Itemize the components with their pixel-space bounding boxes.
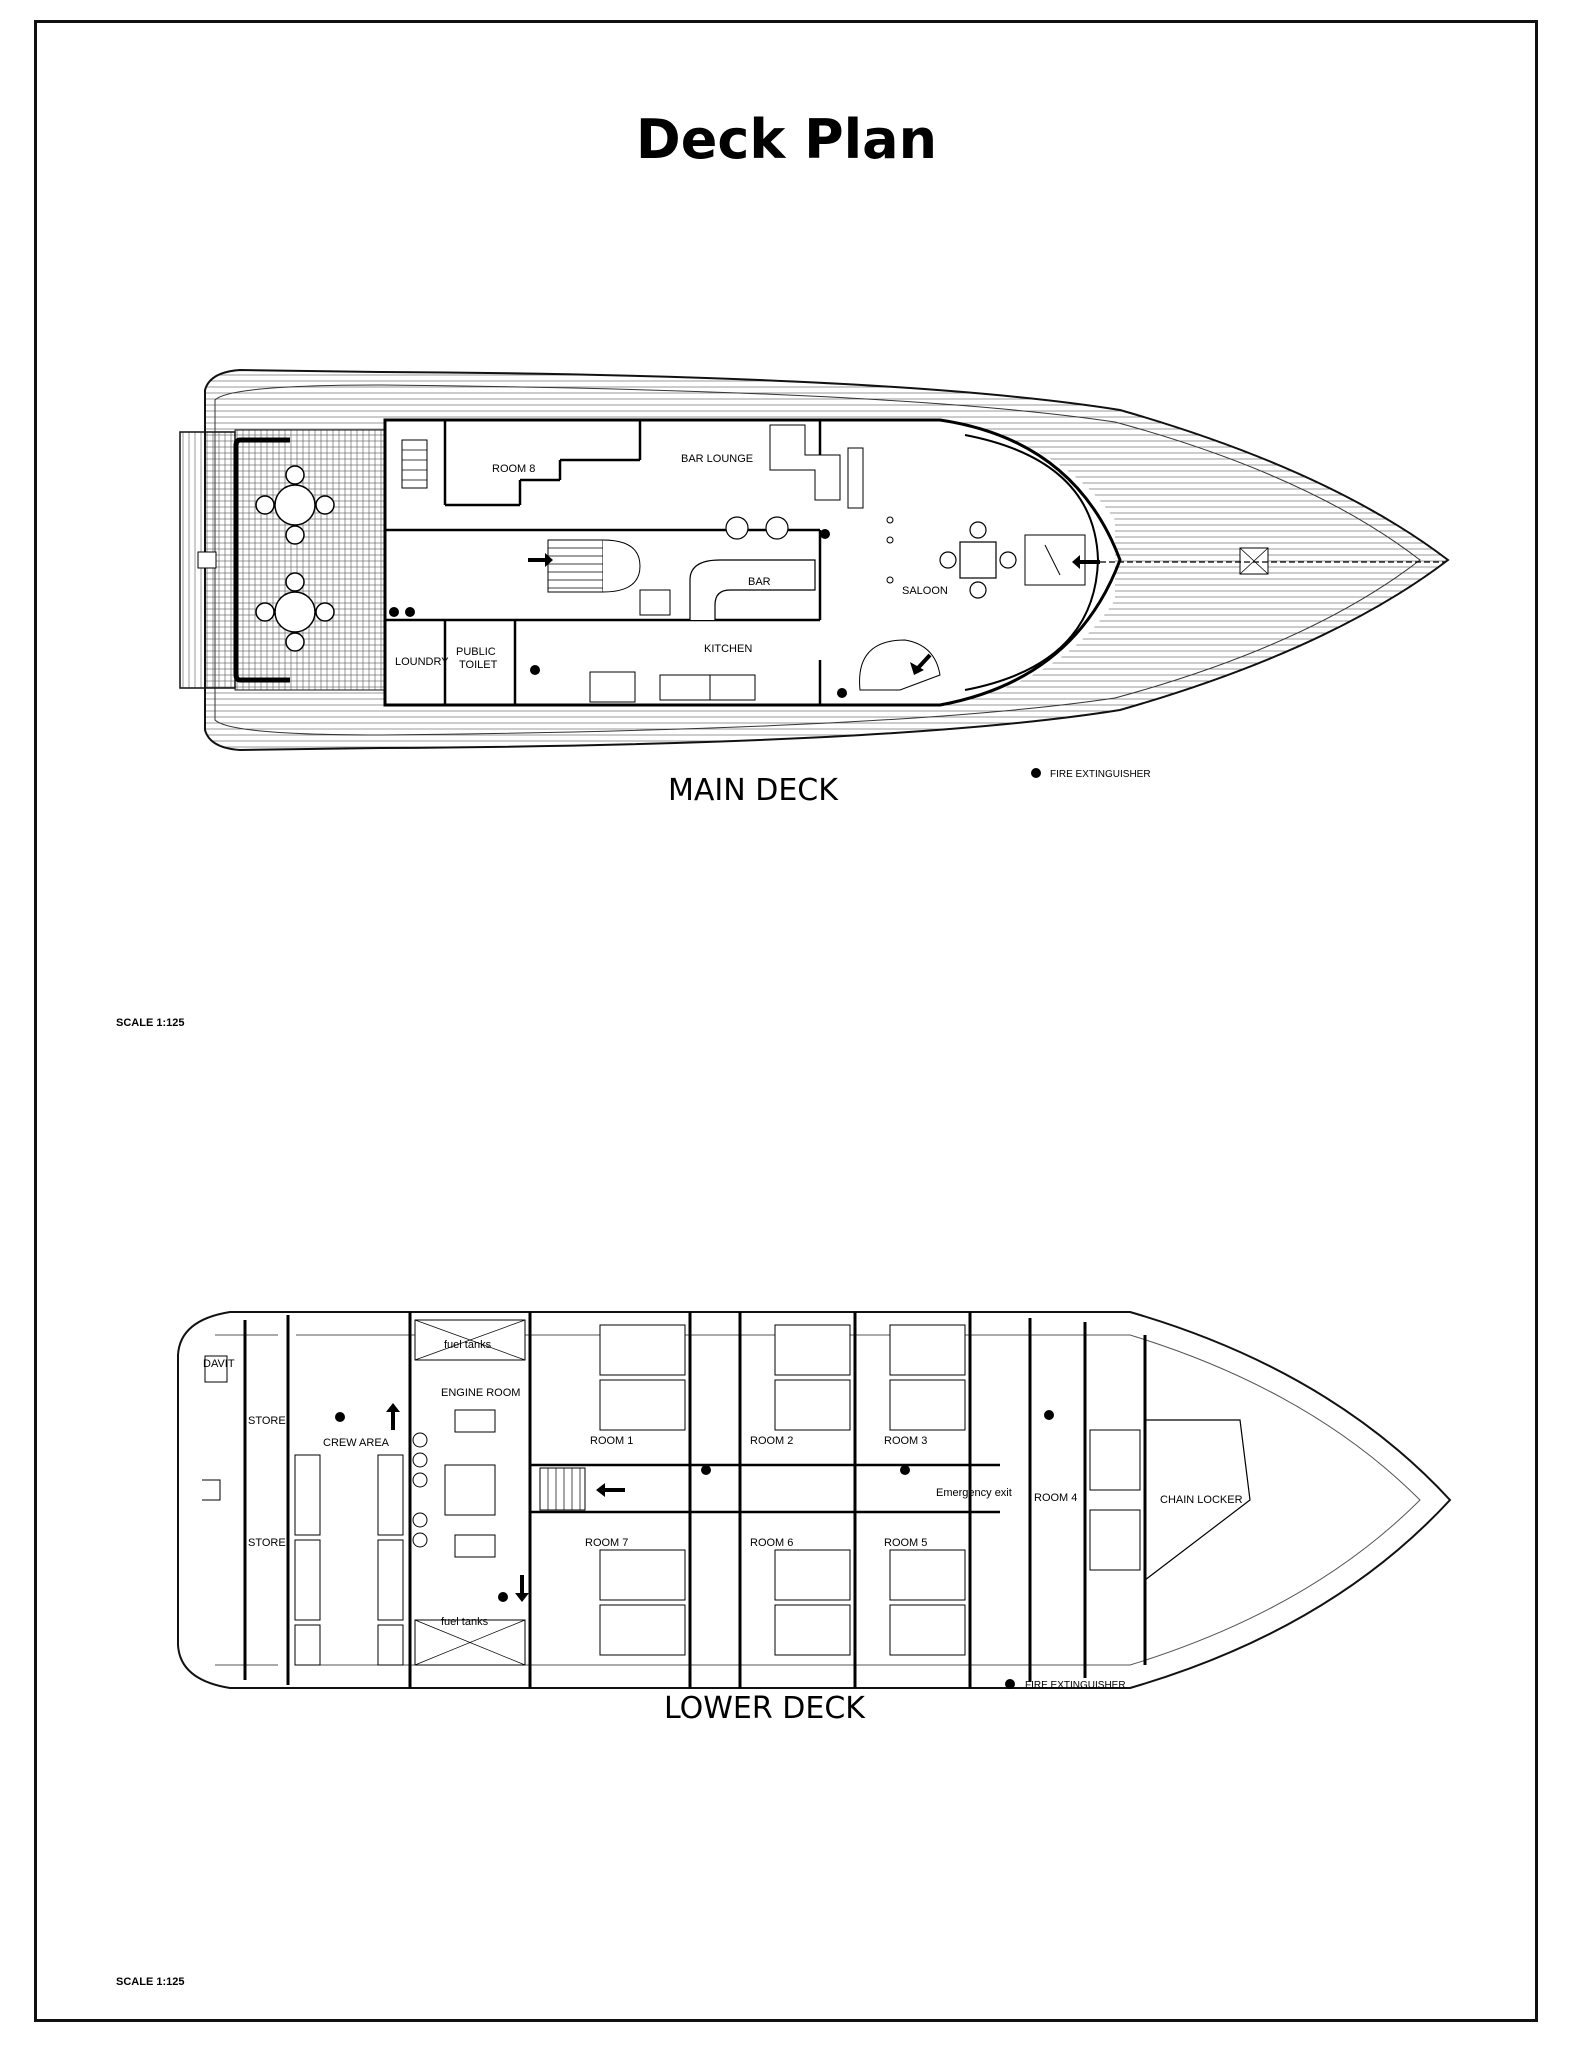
- lower-deck-plan: DAVIT STORE STORE CREW AREA fuel tanks E…: [116, 1311, 1452, 1988]
- emergency-exit-label: Emergency exit: [936, 1487, 1012, 1499]
- fire-extinguisher-legend-icon: [1031, 768, 1041, 778]
- lower-deck-scale: SCALE 1:125: [116, 1976, 184, 1988]
- public-toilet-label-2: TOILET: [459, 659, 498, 671]
- page-frame: [34, 20, 1538, 2022]
- kitchen-label: KITCHEN: [704, 643, 752, 655]
- main-deck-legend: FIRE EXTINGUISHER: [1050, 769, 1151, 780]
- room-4-label: ROOM 4: [1034, 1492, 1077, 1504]
- engine-room-label: ENGINE ROOM: [441, 1387, 520, 1399]
- room-8-label: ROOM 8: [492, 463, 535, 475]
- public-toilet-label-1: PUBLIC: [456, 646, 496, 658]
- page-title: Deck Plan: [635, 108, 938, 171]
- laundry-label: LOUNDRY: [395, 656, 449, 668]
- room-3-label: ROOM 3: [884, 1435, 927, 1447]
- lower-deck-hull: [177, 1311, 1452, 1689]
- lower-deck-name: LOWER DECK: [664, 1691, 866, 1726]
- store-top-label: STORE: [248, 1415, 286, 1427]
- room-5-label: ROOM 5: [884, 1537, 927, 1549]
- lower-deck-legend: FIRE EXTINGUISHER: [1025, 1680, 1126, 1691]
- bar-lounge-label: BAR LOUNGE: [681, 453, 753, 465]
- room-6-label: ROOM 6: [750, 1537, 793, 1549]
- store-bottom-label: STORE: [248, 1537, 286, 1549]
- main-deck-scale: SCALE 1:125: [116, 1017, 184, 1029]
- main-deck-name: MAIN DECK: [668, 773, 839, 808]
- crew-area-label: CREW AREA: [323, 1437, 390, 1449]
- room-2-label: ROOM 2: [750, 1435, 793, 1447]
- fire-extinguisher-legend-icon: [1005, 1679, 1015, 1689]
- main-deck-plan: ROOM 8 BAR LOUNGE BAR SALOON KITCHEN LOU…: [116, 368, 1450, 1029]
- bar-label: BAR: [748, 576, 771, 588]
- room-7-label: ROOM 7: [585, 1537, 628, 1549]
- saloon-label: SALOON: [902, 585, 948, 597]
- davit-label: DAVIT: [203, 1358, 235, 1370]
- chain-locker-label: CHAIN LOCKER: [1160, 1494, 1243, 1506]
- room-1-label: ROOM 1: [590, 1435, 633, 1447]
- fuel-tanks-bottom-label: fuel tanks: [441, 1616, 489, 1628]
- fuel-tanks-top-label: fuel tanks: [444, 1339, 492, 1351]
